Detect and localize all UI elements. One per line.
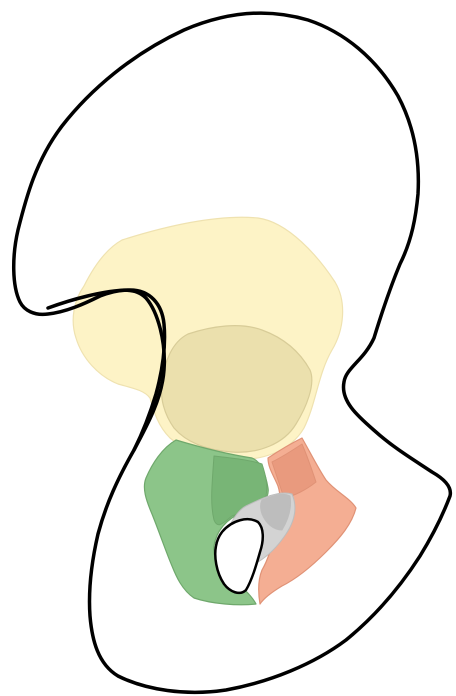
opening-hole bbox=[215, 519, 263, 593]
overlap-region bbox=[162, 326, 312, 453]
